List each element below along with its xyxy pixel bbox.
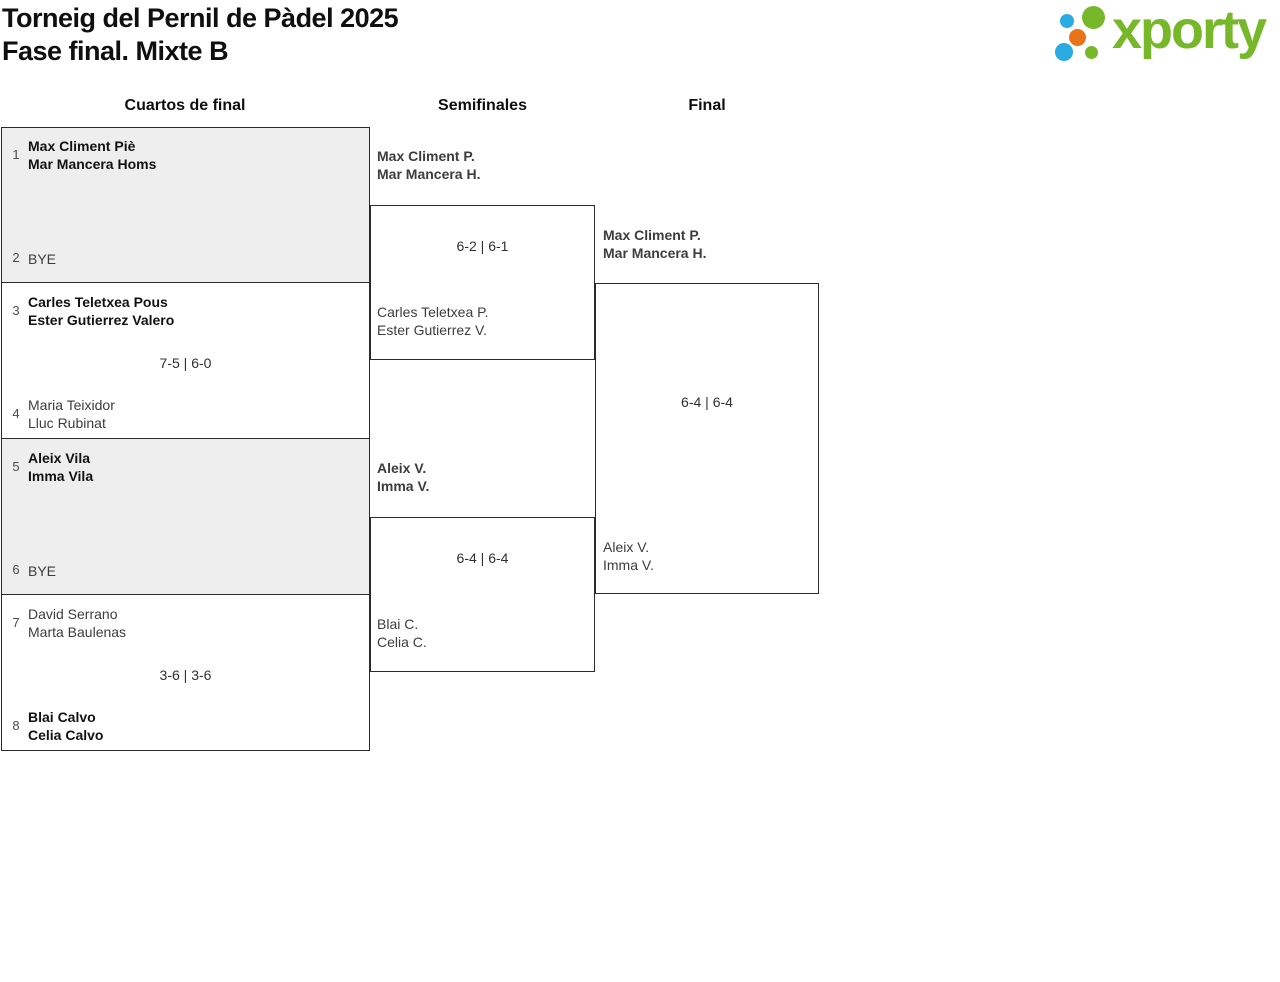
team-player: Aleix V. [377,460,427,476]
match-box-sf2[interactable] [370,517,595,672]
team-name-pair: Blai C. Celia C. [377,615,427,651]
match-box-qf3[interactable]: 5 Aleix Vila Imma Vila 6 BYE [1,438,370,595]
phase-subtitle: Fase final. Mixte B [2,36,229,66]
bye-label: BYE [28,251,57,267]
match-box-qf1[interactable]: 1 Max Climent Piè Mar Mancera Homs 2 BYE [1,127,370,283]
logo-dot-green-large-icon [1082,6,1105,29]
logo-dot-blue-bottom-icon [1055,43,1073,61]
team-player: Aleix V. [603,539,650,555]
team-name-pair: Blai Calvo Celia Calvo [28,708,103,744]
xporty-logo[interactable]: xporty [1050,0,1280,75]
match-box-qf2[interactable]: 3 Carles Teletxea Pous Ester Gutierrez V… [1,282,370,439]
seed-number: 7 [12,615,20,630]
seed-number: 3 [12,303,20,318]
seed-number: 8 [12,718,20,733]
team-name-pair: Aleix V. Imma V. [603,538,654,574]
match-score: 6-2 | 6-1 [456,238,509,254]
team-player: Mar Mancera H. [377,166,481,182]
team-player: Blai Calvo [28,709,96,725]
match-box-sf1[interactable] [370,205,595,360]
team-player: Marta Baulenas [28,624,127,640]
match-score: 6-4 | 6-4 [456,550,509,566]
bye-label: BYE [28,563,57,579]
team-player: Max Climent P. [603,227,701,243]
team-player: Lluc Rubinat [28,415,106,431]
seed-number: 4 [12,406,20,421]
team-player: Aleix Vila [28,450,91,466]
team-name-pair: Max Climent P. Mar Mancera H. [377,147,480,183]
logo-wordmark: xporty [1112,0,1267,60]
team-name-pair: Maria Teixidor Lluc Rubinat [28,396,115,432]
team-player: Max Climent P. [377,148,475,164]
team-player: Blai C. [377,616,419,632]
team-name-pair: Carles Teletxea P. Ester Gutierrez V. [377,303,489,339]
team-name-pair: Max Climent P. Mar Mancera H. [603,226,706,262]
seed-number: 5 [12,459,20,474]
tournament-title: Torneig del Pernil de Pàdel 2025 [2,3,399,33]
seed-number: 1 [12,147,20,162]
match-box-final[interactable] [595,283,819,594]
team-player: Celia Calvo [28,727,104,743]
team-name-pair: Carles Teletxea Pous Ester Gutierrez Val… [28,293,174,329]
seed-number: 6 [12,562,20,577]
team-name-pair: Aleix Vila Imma Vila [28,449,93,485]
logo-dot-blue-top-icon [1060,14,1074,28]
team-player: David Serrano [28,606,118,622]
team-player: Mar Mancera H. [603,245,707,261]
team-player: Carles Teletxea P. [377,304,489,320]
logo-dot-green-small-icon [1085,46,1098,59]
match-box-qf4[interactable]: 7 David Serrano Marta Baulenas 3-6 | 3-6… [1,594,370,751]
round-header-final: Final [688,97,726,114]
team-player: Maria Teixidor [28,397,115,413]
team-player: Mar Mancera Homs [28,156,157,172]
team-name-pair: Aleix V. Imma V. [377,459,429,495]
team-player: Carles Teletxea Pous [28,294,168,310]
match-score: 6-4 | 6-4 [681,394,733,410]
team-player: Imma V. [377,478,430,494]
team-player: Imma Vila [28,468,94,484]
round-header-quarterfinals: Cuartos de final [124,97,246,114]
seed-number: 2 [12,250,20,265]
match-score: 7-5 | 6-0 [159,355,212,371]
team-player: Celia C. [377,634,427,650]
team-name-pair: Max Climent Piè Mar Mancera Homs [28,137,156,173]
team-player: Max Climent Piè [28,138,136,154]
team-player: Ester Gutierrez Valero [28,312,175,328]
team-player: Imma V. [603,557,654,573]
match-score: 3-6 | 3-6 [159,667,212,683]
round-header-semifinals: Semifinales [438,97,527,114]
team-player: Ester Gutierrez V. [377,322,487,338]
page-title: Torneig del Pernil de Pàdel 2025 Fase fi… [2,2,399,68]
team-name-pair: David Serrano Marta Baulenas [28,605,126,641]
logo-dot-orange-icon [1069,29,1086,46]
